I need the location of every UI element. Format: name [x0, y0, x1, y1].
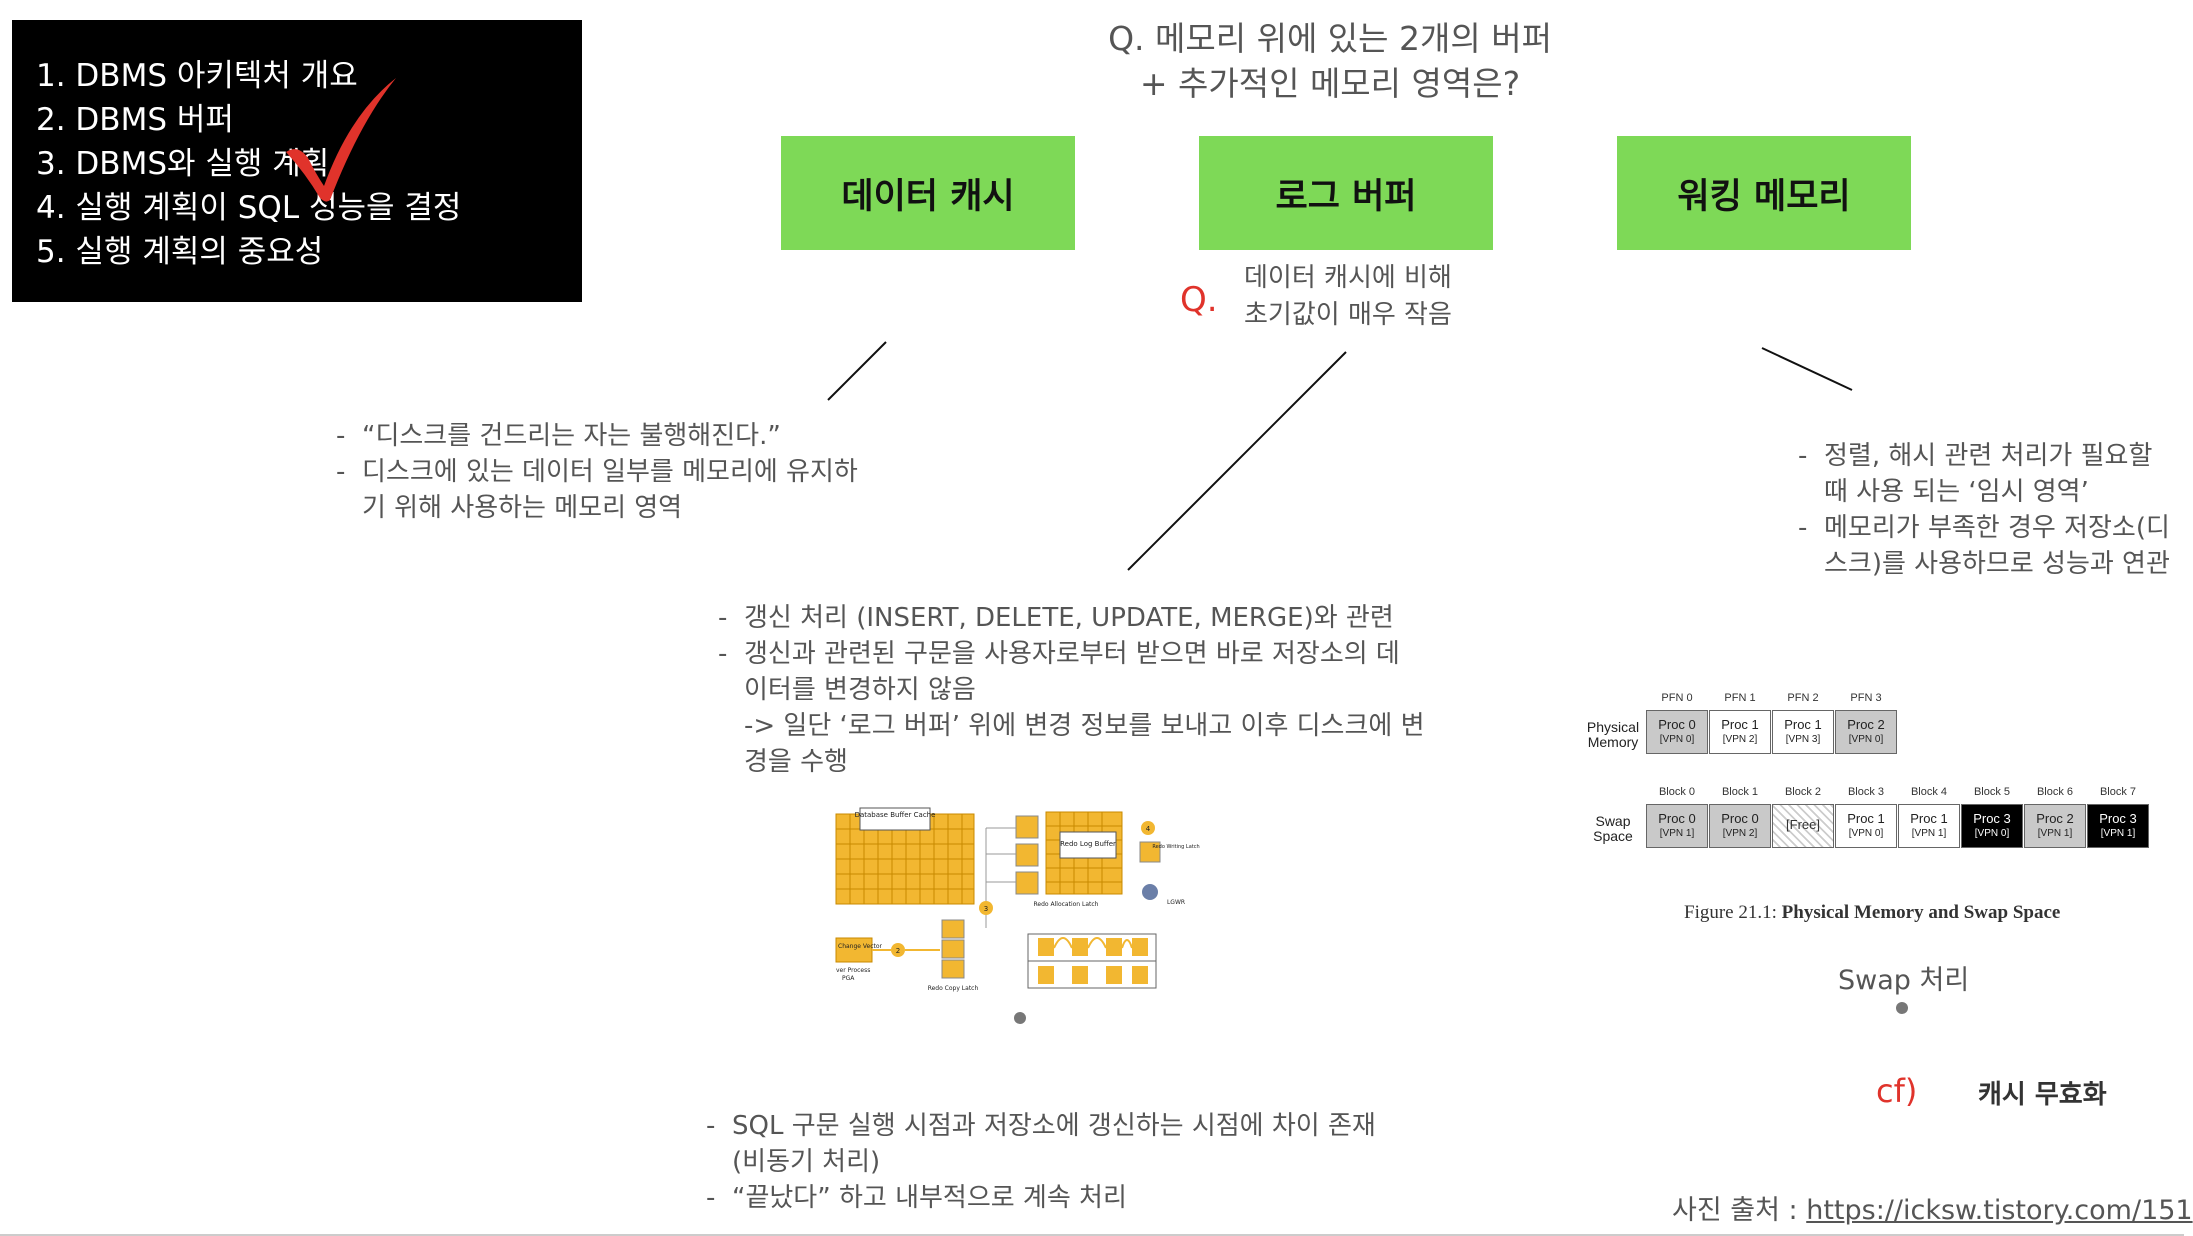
question-line-1: Q. 메모리 위에 있는 2개의 버퍼	[1108, 19, 1552, 58]
pfn-label: PFN 1	[1724, 692, 1756, 704]
pfn-label: PFN 3	[1850, 692, 1882, 704]
change-vector-label: Change Vector	[838, 943, 883, 950]
photo-source: 사진 출처 : https://icksw.tistory.com/151	[1672, 1188, 2193, 1227]
bullet-item: -SQL 구문 실행 시점과 저장소에 갱신하는 시점에 차이 존재(비동기 처…	[706, 1111, 1376, 1177]
redo-copy-latch-label: Redo Copy Latch	[928, 985, 979, 992]
agenda-item: 2. DBMS 버퍼	[36, 102, 234, 138]
agenda-item: 1. DBMS 아키텍처 개요	[36, 58, 358, 94]
memory-cell: Proc 0[VPN 2]	[1709, 804, 1771, 848]
lgwr-icon	[1142, 884, 1158, 900]
memory-cell: Proc 0[VPN 1]	[1646, 804, 1708, 848]
pfn-label: PFN 0	[1661, 692, 1693, 704]
block-label: Block 1	[1721, 786, 1759, 798]
pga-label: PGA	[842, 975, 855, 982]
block-label: Block 4	[1910, 786, 1948, 798]
agenda-item: 4. 실행 계획이 SQL 성능을 결정	[36, 190, 462, 226]
pfn-label: PFN 2	[1787, 692, 1819, 704]
agenda-list: 1. DBMS 아키텍처 개요 2. DBMS 버퍼 3. DBMS와 실행 계…	[12, 20, 582, 274]
block-label: Block 6	[2036, 786, 2074, 798]
connector-data-cache	[827, 341, 887, 401]
copy-latch-hexes	[941, 919, 965, 979]
db-buffer-cache-label: Database Buffer Cache	[855, 811, 936, 819]
step-2: 2	[896, 947, 900, 955]
connector-log-buffer	[1127, 351, 1347, 571]
swap-process-label: Swap 처리	[1838, 965, 1970, 996]
bullet-item: -“끝났다” 하고 내부적으로 계속 처리	[706, 1183, 1127, 1213]
q-note-text: 데이터 캐시에 비해 초기값이 매우 작음	[1244, 260, 1452, 334]
bullet-item: -“디스크를 건드리는 자는 불행해진다.”	[336, 421, 781, 451]
checkmark-icon	[286, 78, 396, 202]
data-cache-box: 데이터 캐시	[781, 136, 1075, 250]
memory-cell: Proc 3[VPN 0]	[1961, 804, 2023, 848]
memory-cell: Proc 1[VPN 1]	[1898, 804, 1960, 848]
bullet-item: -갱신 처리 (INSERT, DELETE, UPDATE, MERGE)와 …	[718, 603, 1394, 633]
physical-memory-label: Physical Memory	[1586, 719, 1640, 750]
agenda-box: 1. DBMS 아키텍처 개요 2. DBMS 버퍼 3. DBMS와 실행 계…	[12, 20, 582, 302]
redo-log-buffer-label: Redo Log Buffer	[1060, 840, 1116, 848]
memory-cell: Proc 2[VPN 0]	[1835, 710, 1897, 754]
latch-column	[1015, 815, 1039, 895]
q-note-mark: Q.	[1180, 280, 1218, 320]
block-label: Block 2	[1784, 786, 1822, 798]
log-buffer-box: 로그 버퍼	[1199, 136, 1493, 250]
memory-swap-figure: PFN 0 PFN 1 PFN 2 PFN 3 Physical Memory …	[1584, 692, 2164, 942]
memory-cell: [Free]	[1772, 804, 1834, 848]
swap-space-label: Swap Space	[1593, 813, 1633, 844]
question-heading: Q. 메모리 위에 있는 2개의 버퍼 + 추가적인 메모리 영역은?	[1000, 16, 1660, 106]
q-note-line-1: 데이터 캐시에 비해	[1244, 263, 1452, 293]
lgwr-label: LGWR	[1167, 899, 1185, 906]
redo-log-diagram: Database Buffer Cache Redo Log Buffer Re…	[835, 807, 1200, 992]
block-label: Block 5	[1973, 786, 2011, 798]
cf-text: 캐시 무효화	[1978, 1080, 2107, 1110]
source-link[interactable]: https://icksw.tistory.com/151	[1806, 1195, 2193, 1226]
agenda-item: 5. 실행 계획의 중요성	[36, 234, 324, 270]
memory-cell: Proc 1[VPN 3]	[1772, 710, 1834, 754]
step-4: 4	[1146, 825, 1151, 833]
log-buffer-notes: -갱신 처리 (INSERT, DELETE, UPDATE, MERGE)와 …	[718, 600, 1438, 780]
cylinders	[1027, 933, 1157, 989]
cf-mark: cf)	[1876, 1072, 1918, 1110]
memory-cell: Proc 2[VPN 1]	[2024, 804, 2086, 848]
log-buffer-notes-2: -SQL 구문 실행 시점과 저장소에 갱신하는 시점에 차이 존재(비동기 처…	[706, 1108, 1426, 1216]
connector-working-memory	[1761, 347, 1853, 391]
dot-indicator	[1014, 1012, 1026, 1024]
working-memory-box: 워킹 메모리	[1617, 136, 1911, 250]
memory-cell: Proc 0[VPN 0]	[1646, 710, 1708, 754]
block-label: Block 0	[1658, 786, 1696, 798]
block-label: Block 3	[1847, 786, 1885, 798]
memory-cell: Proc 3[VPN 1]	[2087, 804, 2149, 848]
redo-writing-latch-label: Redo Writing Latch	[1152, 844, 1199, 850]
memory-cell: Proc 1[VPN 0]	[1835, 804, 1897, 848]
server-process-label: ver Process	[836, 967, 870, 974]
dot-indicator	[1896, 1002, 1908, 1014]
figure-caption: Figure 21.1: Physical Memory and Swap Sp…	[1684, 902, 2061, 923]
agenda-item: 3. DBMS와 실행 계획	[36, 146, 330, 182]
step-3: 3	[984, 905, 988, 913]
q-note-line-2: 초기값이 매우 작음	[1244, 300, 1452, 330]
memory-cell: Proc 1[VPN 2]	[1709, 710, 1771, 754]
data-cache-notes: -“디스크를 건드리는 자는 불행해진다.” -디스크에 있는 데이터 일부를 …	[336, 418, 896, 526]
question-line-2: + 추가적인 메모리 영역은?	[1139, 64, 1521, 103]
divider	[0, 1234, 2184, 1236]
block-label: Block 7	[2099, 786, 2137, 798]
redo-allocation-latch-label: Redo Allocation Latch	[1034, 901, 1099, 908]
source-prefix: 사진 출처 :	[1672, 1195, 1807, 1226]
